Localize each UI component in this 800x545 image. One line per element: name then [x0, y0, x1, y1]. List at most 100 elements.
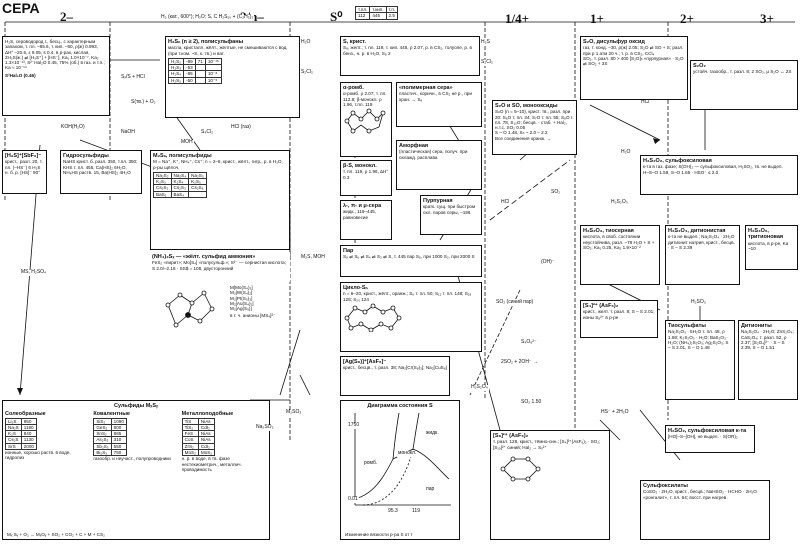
dithionite-text: Na₂S₂O₄ · 2H₂O; ZnS₂O₄; CaS₂O₄; т. разл.…	[741, 329, 794, 351]
sulfinic-box: H₂SO₂, сульфоксиловая к-та [HO]–S–[OH], …	[665, 425, 755, 453]
trithion-text: кислота, в р-ре, Ka ~10	[748, 240, 789, 251]
reaction-label-4: SO₂ (синий пар)	[495, 299, 535, 306]
edge-label-9: HCl	[640, 99, 651, 106]
sulfoxyl-text: к-та в газ. фазе; S(OH)₂ — сульфоксилова…	[643, 164, 783, 170]
edge-label-11: Na₂SO₃	[255, 424, 275, 431]
s-polymer-text: пластич., коричн., в CS₂ не р., при хран…	[399, 91, 472, 102]
phase-diagram-caption: Изменение вязкости р-ра S от т	[345, 531, 413, 537]
polysulfide-molecule-icon	[165, 290, 215, 328]
sulfide-title: Сульфиды MₓSᵧ	[113, 403, 158, 409]
reaction-label-16: SO₂ 1.50	[520, 399, 543, 406]
reaction-label-6: S₂Cl₂	[300, 69, 314, 76]
h2s-text: H₂S, сероводород г., бесц., с характерны…	[5, 39, 105, 71]
edge-label-1: S₄Cl₂	[200, 129, 215, 136]
polysulfane-title: H₂Sₙ (n ≥ 2), полисульфаны	[168, 39, 244, 45]
reaction-label-11: NaOH	[120, 129, 136, 136]
edge-label-10: S₂Cl₂	[480, 59, 494, 66]
edge-label-4: M₂S, MOH	[300, 254, 326, 261]
dithionite-title: Дитиониты	[741, 323, 772, 329]
edge-label-8: H₂S₂O₄	[470, 384, 489, 391]
phase-diagram-box: Диаграмма состояния S 1750 0.01 95.3 119…	[340, 400, 460, 540]
s-alpha-text: α-ромб. ρ 2.07, т. пл. 112.8; β-монокл. …	[343, 91, 387, 107]
purple-text: кратк. сущ. при быстром охл. паров серы,…	[423, 204, 476, 215]
edge-label-5: SO₂	[550, 189, 562, 196]
s2o-small-box: S₂O₂ устойч. газообр., т. разл. 8; 2 SO₂…	[690, 60, 798, 110]
s-monocl-text: т. пл. 119, ρ 1.96, ΔH° 0.3	[343, 169, 389, 180]
h2s-box: H₂S, сероводород г., бесц., с характерны…	[2, 36, 110, 116]
thiosulfate-text: Na₂S₂O₃ · 5H₂O т. пл. 48, ρ 1.69; K₂S₂O₃…	[668, 329, 729, 351]
dithionite-box: Дитиониты Na₂S₂O₄ · 2H₂O; ZnS₂O₄; CaS₂O₄…	[738, 320, 798, 400]
edge-label-3: HCl (газ)	[230, 124, 252, 131]
sulfide-note-3: н. р. в воде, в тв. фазе нестехиометрич.…	[181, 456, 242, 472]
reagent-box: (NH₄)₂Sₓ — «жёлт. сульфид аммония» FeS₂ …	[150, 252, 290, 282]
polysulfane-text: масла, кристалл. жёлт., желтые, не смеши…	[168, 45, 288, 56]
s2o-box: S₂O, дисульфур оксид газ, т. конд. –30, …	[580, 36, 688, 100]
complex-line-3: M₂[Pt(S₅)₃]	[230, 295, 253, 301]
s8-text: S₈, желт., т. пл. 119, т. кип. 445, ρ 2.…	[343, 45, 472, 56]
polysulfane-box: H₂Sₙ (n ≥ 2), полисульфаны масла, криста…	[165, 36, 300, 118]
cyclo-box: Цикло-Sₙ n = 6–20, крист., жёлт., оранж.…	[340, 282, 482, 352]
reaction-label-13: 2SO₂ + 2OH⁻ →	[500, 359, 539, 366]
s8-cation-title: [S₈]²⁺ (AsF₆)₂	[493, 433, 529, 439]
s2o-small-text: устойч. газообр., т. разл. 8; 2 SO₂, μ S…	[693, 69, 792, 75]
phase-tick-low: 0.01	[347, 496, 359, 503]
polysulfide-box: M₂Sₙ, полисульфиды M = Na⁺, K⁺, NH₄⁺, Cs…	[150, 150, 290, 250]
ag-text: крист., бесцв., т. разл. 38; Na₂[Cr(S₈)₃…	[343, 365, 447, 371]
phase-mini-table: т.пл. т.кип. т.п. 112 445 2.5	[354, 5, 399, 20]
ag-box: [Ag(S₈)]⁺[AsF₆]⁻ крист., бесцв., т. разл…	[340, 356, 450, 396]
s4-cation-box: [S₄]²⁺ (AsF₆)₂ крист., желт. т. разл. 8;…	[580, 300, 658, 338]
phase-col-3: т.п.	[385, 5, 399, 14]
thio-text: кислота, в своб. состоянии неустойчива, …	[583, 234, 655, 250]
cyclo-ring-icon	[344, 303, 402, 333]
reaction-label-14: H₂SO₃	[690, 299, 707, 306]
phase-val-3: 2.5	[385, 12, 399, 20]
s-liquid-text: жидк., 119–445, равновесие	[343, 209, 376, 220]
reaction-label-3: H₂O	[300, 39, 312, 46]
s4-cation-text: крист., желт. т. разл. 8; S – S 2.01; ио…	[583, 309, 655, 320]
sulfoxyl-box: H₂S₂O₂, сульфоксиловая к-та в газ. фазе;…	[640, 155, 798, 195]
complex-line-2: M₂[W(S₄)₂]	[230, 290, 253, 296]
thiosulfate-box: Тиосульфаты Na₂S₂O₃ · 5H₂O т. пл. 48, ρ …	[665, 320, 735, 400]
amorph-title: Аморфная	[399, 143, 429, 149]
s-polymer-box: «полимерная сера» пластич., коричн., в C…	[396, 82, 482, 127]
sulfide-note-1: ионные, хорошо раств. в воде, гидролиз	[5, 450, 71, 461]
s-monocl-title: β-S, монокл.	[343, 163, 377, 169]
reaction-label-9: (OH)⁻	[540, 259, 556, 266]
hydrosulfide-title: Гидросульфиды	[63, 153, 109, 159]
h2s3-text: к-та не выдел.; Na₂S₂O₄ · 2H₂O дитионит …	[668, 234, 735, 250]
sulfide-salt-head: Солеобразные	[5, 411, 46, 418]
edge-label-2: MOH	[180, 139, 194, 146]
so-title: S₂O и SO, монооксиды	[495, 103, 558, 109]
phase-diagram-title: Диаграмма состояния S	[367, 403, 433, 409]
hs-cation-title: [H₃S]⁺[SbF₆]⁻	[5, 153, 42, 159]
thiosulfate-title: Тиосульфаты	[668, 323, 707, 329]
so-note: Все соединения оранж. →	[495, 135, 552, 141]
sulfide-footer: Mₓ Sᵧ + O₂ → MₓOᵧ + SO₂ + CO₂ + C + M + …	[7, 531, 105, 537]
reaction-label-2: Sₓ/S + HCl	[120, 74, 146, 81]
phase-label-liquid: жидк.	[425, 430, 440, 437]
top-flow-label: H₂ (кат., 600°); H₂O; S, С H₂S₁₀ + (C₂H₅…	[160, 14, 255, 21]
sulfoxylate-box: Сульфоксилаты CoSO₂ · 2H₂O, крист., бесц…	[640, 480, 770, 540]
so-sub: S – O 1.48, Sₙ ~ 2.0 – 2.2	[495, 130, 548, 136]
s8-cation-ring-icon	[500, 456, 541, 482]
so-box: S₂O и SO, монооксиды SₙO (n = 5–10), кри…	[492, 100, 577, 155]
s-polymer-title: «полимерная сера»	[399, 85, 453, 91]
cyclo-text: n = 6–20, крист., жёлт., оранж.; S₆ т. п…	[343, 291, 472, 302]
phase-label-monocl: монокл.	[397, 450, 418, 457]
phase-label-rhomb: ромб.	[363, 460, 379, 467]
phase-label-vapor: пар	[425, 486, 436, 493]
s8-crown-icon	[344, 108, 386, 134]
ox-state-2minus: 2–	[60, 9, 73, 24]
sulfoxylate-title: Сульфоксилаты	[643, 483, 688, 489]
hs-cation-text: крист., разл. 20, т. пл. (–HS⁻) 6 H₂S н.…	[5, 159, 43, 175]
s-liquid-box: λ-, π- и μ-сера жидк., 119–445, равновес…	[340, 200, 392, 240]
hs-cation-box: [H₃S]⁺[SbF₆]⁻ крист., разл. 20, т. пл. (…	[2, 150, 47, 194]
page-title: СЕРА	[2, 0, 40, 16]
reagent-title: (NH₄)₂Sₓ — «жёлт. сульфид аммония»	[152, 254, 256, 260]
hydrosulfide-box: Гидросульфиды NaHS крист. б. разл. 350, …	[60, 150, 142, 194]
ag-title: [Ag(S₈)]⁺[AsF₆]⁻	[343, 359, 387, 365]
